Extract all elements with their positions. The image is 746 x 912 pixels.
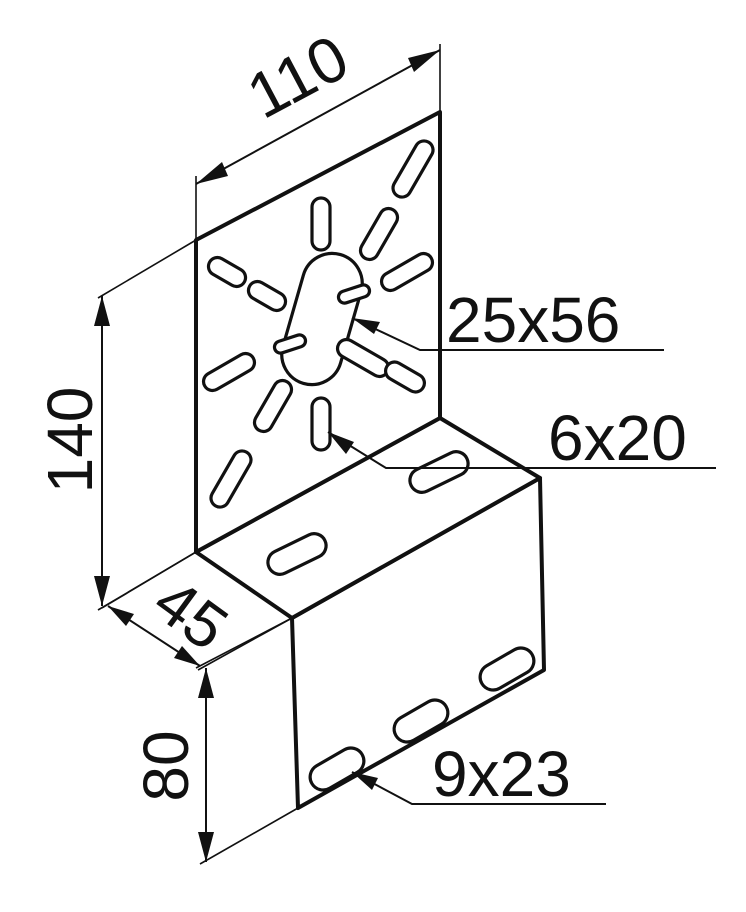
dimension-80: 80 xyxy=(130,617,299,865)
callout-center-slot: 25x56 xyxy=(351,284,664,356)
dimension-45-label: 45 xyxy=(141,564,241,664)
callout-center-slot-label: 25x56 xyxy=(446,284,620,356)
callout-radial-slot-label: 6x20 xyxy=(548,402,687,474)
callout-radial-slot: 6x20 xyxy=(327,402,716,474)
radial-slots xyxy=(201,139,435,509)
radial-slot-bottom xyxy=(310,396,332,452)
radial-slot-left-lower xyxy=(201,351,257,393)
radial-slot-left-upper xyxy=(246,279,288,313)
radial-slot-left-upper-far xyxy=(206,255,248,289)
radial-slot-right-lower-far xyxy=(384,360,426,394)
radial-slot-upper-right xyxy=(358,206,400,262)
radial-slot-right xyxy=(379,251,435,293)
callout-base-slot-label: 9x23 xyxy=(432,738,571,810)
radial-slot-top xyxy=(310,196,332,252)
lower-slot-left xyxy=(308,746,366,792)
bend-edge xyxy=(291,477,541,619)
radial-slot-left-bottom-far xyxy=(209,449,253,509)
dimension-80-label: 80 xyxy=(130,730,202,801)
radial-slot-upper-right-far xyxy=(391,139,435,199)
lower-plate-slots xyxy=(308,646,536,792)
shelf-slot-front xyxy=(266,532,328,576)
callout-base-slot: 9x23 xyxy=(351,738,606,810)
lower-slot-right xyxy=(478,646,536,692)
dimension-140-label: 140 xyxy=(34,387,106,494)
radial-slot-left-bottom xyxy=(252,378,294,434)
rear-plate-holes xyxy=(201,139,435,509)
lower-slot-middle xyxy=(392,698,450,744)
dimension-140: 140 xyxy=(34,239,197,611)
dimension-110-label: 110 xyxy=(236,21,360,132)
shelf-slot-back xyxy=(408,450,470,494)
shelf-slots xyxy=(266,450,470,576)
